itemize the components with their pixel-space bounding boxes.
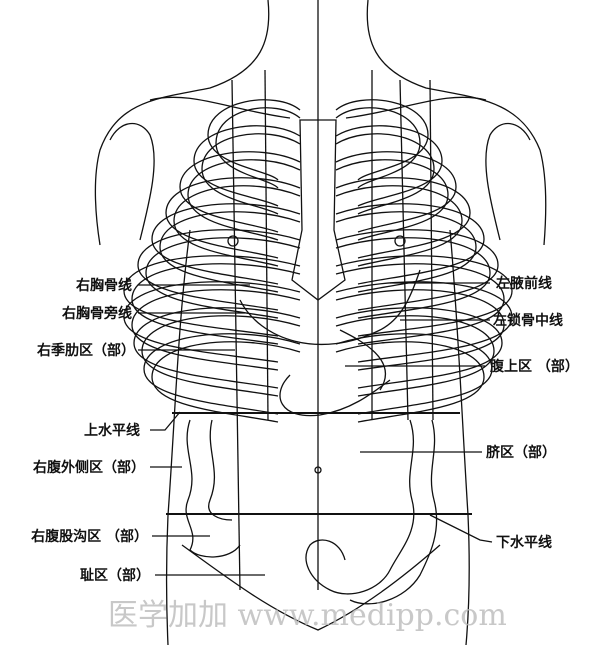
right-labels: 左腋前线 左锁骨中线 腹上区 （部） 脐区（部） 下水平线 xyxy=(486,275,579,551)
rib xyxy=(187,159,301,241)
rib xyxy=(335,315,495,397)
rib xyxy=(335,125,443,207)
label-right-hypochondriac-region: 右季肋区（部） xyxy=(36,342,135,359)
rib xyxy=(207,99,301,181)
rib xyxy=(335,307,503,389)
rib xyxy=(141,315,301,397)
label-umbilical-region: 脐区（部） xyxy=(486,444,556,461)
rib xyxy=(335,107,421,189)
rib xyxy=(215,107,301,189)
rib xyxy=(335,333,493,415)
right-parasternal-line xyxy=(264,69,269,421)
label-right-lateral-region: 右腹外侧区（部） xyxy=(32,459,145,476)
left-anterior-axillary-line xyxy=(429,79,434,421)
left-labels: 右胸骨线 右胸骨旁线 右季肋区（部） 上水平线 右腹外侧区（部） 右腹股沟区 （… xyxy=(30,277,150,584)
anatomy-outline xyxy=(94,0,547,646)
rib xyxy=(335,185,463,267)
rib xyxy=(165,177,301,259)
rib xyxy=(123,255,301,337)
rib xyxy=(335,237,491,319)
rib xyxy=(145,237,301,319)
watermark: 医学加加 www.medipp.com xyxy=(108,598,507,633)
rib xyxy=(159,211,301,293)
label-right-parasternal-line: 右胸骨旁线 xyxy=(61,305,132,322)
reference-lines xyxy=(166,0,472,591)
rib xyxy=(335,211,477,293)
left-midclavicular-line xyxy=(399,79,409,421)
rib xyxy=(173,185,301,267)
label-right-sternal-line: 右胸骨线 xyxy=(75,277,132,294)
rib xyxy=(335,263,505,345)
label-upper-horizontal-line: 上水平线 xyxy=(84,422,140,439)
label-lower-horizontal-line: 下水平线 xyxy=(496,534,552,551)
label-leaders xyxy=(138,282,493,576)
rib xyxy=(179,151,301,233)
rib-cage xyxy=(123,99,513,423)
label-pubic-region: 耻区（部） xyxy=(80,567,150,584)
label-right-inguinal-region: 右腹股沟区 （部） xyxy=(30,528,148,545)
rib xyxy=(193,125,301,207)
colon xyxy=(185,419,438,605)
rib xyxy=(335,151,457,233)
rib xyxy=(137,229,301,311)
label-left-midclavicular-line: 左锁骨中线 xyxy=(492,312,563,329)
rib xyxy=(335,229,499,311)
label-epigastric-region: 腹上区 （部） xyxy=(490,358,579,375)
right-midclavicular-line xyxy=(231,79,241,591)
rib xyxy=(143,333,301,415)
rib xyxy=(335,281,513,363)
rib xyxy=(335,203,485,285)
rib xyxy=(131,289,301,371)
rib xyxy=(131,263,301,345)
rib xyxy=(335,99,429,181)
rib xyxy=(133,307,301,389)
rib xyxy=(335,255,513,337)
rib xyxy=(151,203,301,285)
label-left-anterior-axillary-line: 左腋前线 xyxy=(495,275,552,292)
rib xyxy=(123,281,301,363)
